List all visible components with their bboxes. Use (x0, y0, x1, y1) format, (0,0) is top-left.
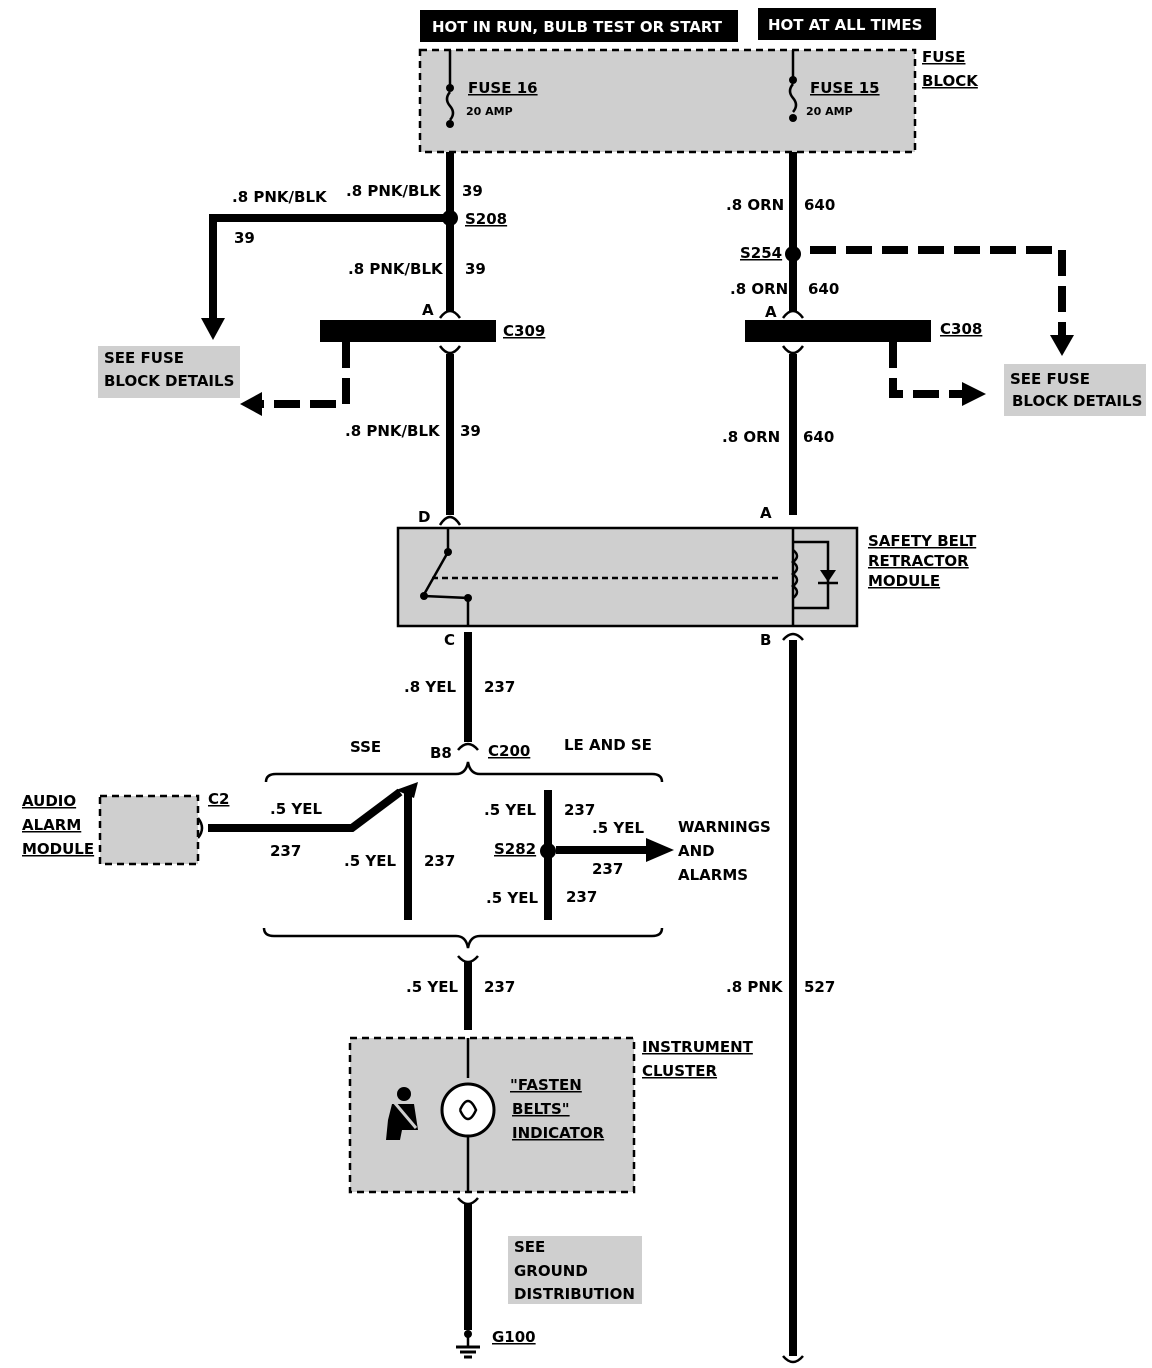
see-fuse-left-2: BLOCK DETAILS (104, 372, 234, 390)
label-yel8: .8 YEL (404, 678, 456, 696)
label-pnkblk-3: .8 PNK/BLK (345, 422, 441, 440)
label-39-1: 39 (462, 182, 483, 200)
circuit-39 (201, 152, 462, 526)
connector-c309 (240, 309, 496, 416)
cluster-label-1: INSTRUMENT (642, 1038, 754, 1056)
connector-c2: C2 (208, 790, 229, 808)
see-ground-ref: SEE GROUND DISTRIBUTION (508, 1236, 642, 1304)
see-fuse-left: SEE FUSE BLOCK DETAILS (98, 346, 240, 398)
label-237-cluster: 237 (484, 978, 515, 996)
warnings-1: WARNINGS (678, 818, 771, 836)
label-39-branch: 39 (234, 229, 255, 247)
fuse-block: FUSE BLOCK FUSE 16 20 AMP FUSE 15 20 AMP (418, 48, 979, 154)
label-237-sse: 237 (424, 852, 455, 870)
audio-label-2: ALARM (22, 816, 81, 834)
fuse16-name: FUSE 16 (468, 79, 538, 97)
audio-label-3: MODULE (22, 840, 94, 858)
label-yel5-le-top: .5 YEL (484, 801, 536, 819)
label-pnkblk-2: .8 PNK/BLK (348, 260, 444, 278)
label-237-a: 237 (484, 678, 515, 696)
circuit-237 (196, 632, 674, 1030)
fuse-block-label-2: BLOCK (922, 72, 979, 90)
module-label-3: MODULE (868, 572, 940, 590)
label-orn-2: .8 ORN (730, 280, 788, 298)
connector-c308 (745, 309, 986, 406)
label-527: 527 (804, 978, 835, 996)
splice-s254: S254 (740, 244, 782, 262)
warnings-2: AND (678, 842, 715, 860)
header-hot-all: HOT AT ALL TIMES (758, 8, 936, 40)
ground-g100: G100 (492, 1328, 536, 1346)
label-yel5-le-bot: .5 YEL (486, 889, 538, 907)
pin-b8: B8 (430, 744, 452, 762)
label-237-audio: 237 (270, 842, 301, 860)
see-fuse-left-1: SEE FUSE (104, 349, 184, 367)
connector-c200: C200 (488, 742, 530, 760)
pin-b: B (760, 631, 771, 649)
label-39-3: 39 (460, 422, 481, 440)
label-237-warn: 237 (592, 860, 623, 878)
label-yel5-cluster: .5 YEL (406, 978, 458, 996)
see-fuse-right: SEE FUSE BLOCK DETAILS (1004, 364, 1146, 416)
connector-c308-label: C308 (940, 320, 982, 338)
label-yel5-audio: .5 YEL (270, 800, 322, 818)
label-640-3: 640 (803, 428, 834, 446)
indicator-label-1: "FASTEN (510, 1076, 582, 1094)
header-hot-run-label: HOT IN RUN, BULB TEST OR START (432, 18, 723, 36)
pin-c: C (444, 631, 455, 649)
pin-a-module: A (760, 504, 772, 522)
circuit-640 (785, 152, 1074, 515)
header-hot-all-label: HOT AT ALL TIMES (768, 16, 922, 34)
label-39-2: 39 (465, 260, 486, 278)
cluster-label-2: CLUSTER (642, 1062, 717, 1080)
pin-d: D (418, 508, 430, 526)
connector-c309-label: C309 (503, 322, 545, 340)
see-ground-3: DISTRIBUTION (514, 1285, 635, 1303)
fuse16-amp: 20 AMP (466, 105, 513, 118)
fuse15-name: FUSE 15 (810, 79, 880, 97)
fuse-block-label-1: FUSE (922, 48, 965, 66)
fuse15-amp: 20 AMP (806, 105, 853, 118)
splice-s282: S282 (494, 840, 536, 858)
label-640-2: 640 (808, 280, 839, 298)
indicator-label-3: INDICATOR (512, 1124, 605, 1142)
see-ground-2: GROUND (514, 1262, 588, 1280)
module-label-1: SAFETY BELT (868, 532, 977, 550)
label-yel5-sse: .5 YEL (344, 852, 396, 870)
warnings-3: ALARMS (678, 866, 748, 884)
circuit-527 (782, 632, 804, 1364)
pin-a-c308: A (765, 303, 777, 321)
see-ground-1: SEE (514, 1238, 545, 1256)
module-label-2: RETRACTOR (868, 552, 969, 570)
label-pnk: .8 PNK (726, 978, 784, 996)
label-pnkblk-1: .8 PNK/BLK (346, 182, 442, 200)
label-yel5-warn: .5 YEL (592, 819, 644, 837)
splice-s208: S208 (465, 210, 507, 228)
instrument-cluster (348, 1036, 636, 1194)
label-orn-3: .8 ORN (722, 428, 780, 446)
label-orn-1: .8 ORN (726, 196, 784, 214)
see-fuse-right-2: BLOCK DETAILS (1012, 392, 1142, 410)
label-640-1: 640 (804, 196, 835, 214)
indicator-label-2: BELTS" (512, 1100, 570, 1118)
option-sse: SSE (350, 738, 381, 756)
retractor-module (396, 526, 859, 628)
audio-alarm-module (98, 794, 200, 866)
see-fuse-right-1: SEE FUSE (1010, 370, 1090, 388)
header-hot-run: HOT IN RUN, BULB TEST OR START (420, 10, 738, 42)
ground-circuit (456, 1197, 480, 1359)
pin-a-c309: A (422, 301, 434, 319)
label-pnkblk-branch: .8 PNK/BLK (232, 188, 328, 206)
audio-label-1: AUDIO (22, 792, 76, 810)
label-237-le-top: 237 (564, 801, 595, 819)
seatbelt-icon (386, 1087, 418, 1140)
label-237-le-bot: 237 (566, 888, 597, 906)
option-le-se: LE AND SE (564, 736, 652, 754)
